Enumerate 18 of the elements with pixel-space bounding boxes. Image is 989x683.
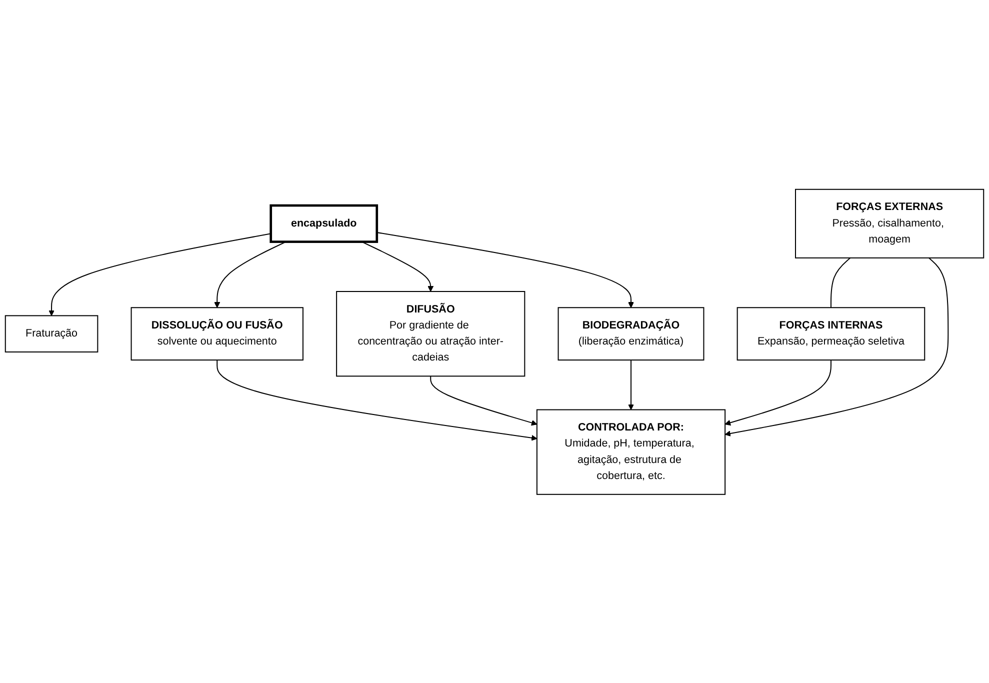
arrow (628, 360, 634, 410)
node-box: BIODEGRADAÇÃO (liberação enzimática) (558, 306, 704, 360)
connector (830, 257, 851, 308)
arrow (430, 376, 538, 426)
node-box: DISSOLUÇÃO OU FUSÃO solvente ou aquecimento (130, 306, 304, 360)
node-box: FORÇAS EXTERNAS Pressão, cisalhamento, moagem (795, 188, 984, 258)
arrow (48, 232, 271, 316)
arrow (362, 240, 434, 292)
node-box: FORÇAS INTERNAS Expansão, permeação seletiva (736, 306, 926, 360)
arrow (376, 232, 634, 308)
node-box: Fraturação (4, 314, 98, 352)
node-box: encapsulado (270, 204, 378, 243)
arrow (724, 360, 832, 426)
node-box: DIFUSÃO Por gradiente de concentração ou atração inter-cadeias (336, 290, 526, 376)
arrow (214, 240, 286, 308)
arrow (724, 257, 949, 436)
node-box: CONTROLADA POR: Umidade, pH, temperatura, agitação, estrutura de cobertura, etc. (536, 408, 726, 494)
arrow (216, 360, 538, 440)
